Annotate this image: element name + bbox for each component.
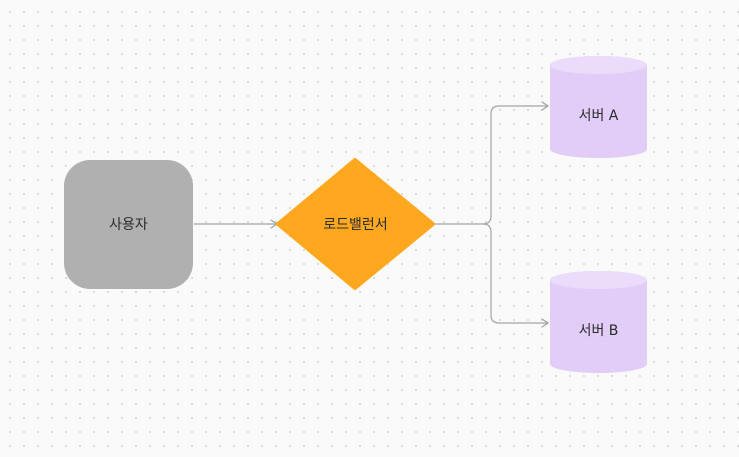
user-label: 사용자 [109,217,148,233]
server-a-label: 서버 A [579,108,619,124]
edge-user-to-load-balancer [194,219,278,229]
edge-load-balancer-to-server-b [482,223,549,328]
server-a-shape [550,56,647,158]
edge-load-balancer-to-server-a [433,101,549,225]
arrowhead-icon [541,318,549,328]
server-b-shape [550,271,647,374]
load-balancer-shape [276,158,435,290]
server-b-node[interactable]: 서버 B [550,271,647,374]
user-shape [64,160,193,289]
connector-line [433,105,547,225]
server-a-top [550,56,647,74]
load-balancer-label: 로드밸런서 [323,217,387,233]
load-balancer-node[interactable]: 로드밸런서 [276,158,435,290]
server-b-label: 서버 B [579,323,619,339]
user-node[interactable]: 사용자 [64,160,193,289]
server-b-top [550,271,647,289]
server-a-node[interactable]: 서버 A [550,56,647,158]
arrowhead-icon [541,101,549,111]
connector-line [482,223,547,324]
